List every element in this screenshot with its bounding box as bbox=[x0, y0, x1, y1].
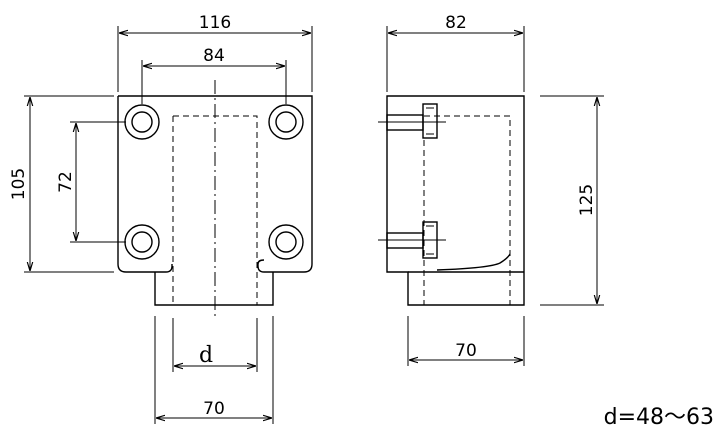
front-view: 116 84 105 72 d bbox=[9, 13, 313, 424]
bolt-hole-top-left bbox=[124, 104, 160, 140]
dim-hole-spacing-horizontal: 84 bbox=[141, 46, 287, 104]
dim-front-height: 105 bbox=[9, 95, 114, 273]
dim-label-70-side: 70 bbox=[455, 341, 477, 361]
front-flange-outline bbox=[117, 95, 313, 273]
dim-label-105: 105 bbox=[9, 168, 29, 200]
front-hidden-bore bbox=[172, 115, 258, 305]
dim-side-width: 82 bbox=[386, 13, 525, 92]
side-hidden-wall bbox=[423, 115, 511, 305]
side-clamp-curve bbox=[436, 253, 511, 271]
dim-label-125: 125 bbox=[577, 184, 597, 216]
side-bolt-upper bbox=[378, 103, 446, 139]
dim-label-84: 84 bbox=[203, 46, 225, 66]
bolt-hole-top-right bbox=[268, 104, 304, 140]
dim-front-bottom-width: 70 bbox=[154, 316, 274, 424]
side-view: 82 125 70 bbox=[378, 13, 604, 366]
dim-label-116: 116 bbox=[199, 13, 231, 33]
dim-label-d: d bbox=[199, 343, 213, 368]
dim-label-72: 72 bbox=[56, 171, 76, 193]
side-bolt-lower bbox=[378, 221, 446, 259]
dim-label-70-front: 70 bbox=[203, 399, 225, 419]
dim-front-width: 116 bbox=[117, 13, 313, 92]
dim-hole-spacing-vertical: 72 bbox=[56, 121, 126, 243]
bolt-hole-bottom-left bbox=[124, 224, 160, 260]
bolt-hole-bottom-right bbox=[268, 224, 304, 260]
bore-range-note: d=48～63 bbox=[604, 405, 714, 430]
front-body-lower bbox=[154, 272, 274, 306]
dim-label-82: 82 bbox=[445, 13, 467, 33]
dim-bore-d: d bbox=[172, 318, 258, 372]
side-outline bbox=[386, 95, 525, 306]
dim-side-height: 125 bbox=[540, 95, 604, 306]
dim-side-bottom-width: 70 bbox=[407, 316, 525, 366]
